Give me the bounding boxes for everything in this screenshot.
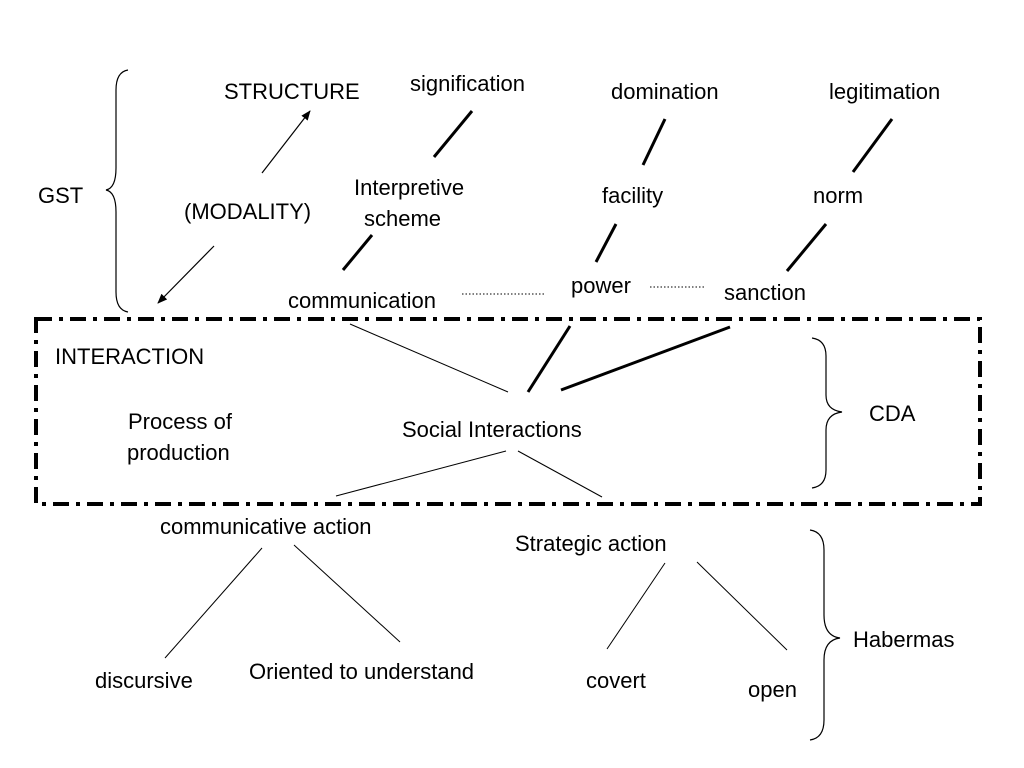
strategic-to-covert-connector	[606, 562, 666, 650]
facility-connector	[594, 223, 618, 263]
legitimation-label: legitimation	[829, 79, 940, 104]
communication-label: communication	[288, 288, 436, 313]
oriented-to-understand-label: Oriented to understand	[249, 659, 474, 684]
modality-label: (MODALITY)	[184, 199, 311, 224]
strategic-to-open-connector	[696, 561, 788, 651]
norm-label: norm	[813, 183, 863, 208]
cda-label: CDA	[869, 401, 916, 426]
norm-connector	[785, 223, 828, 272]
discursive-label: discursive	[95, 668, 193, 693]
signification-connector	[432, 110, 474, 158]
domination-label: domination	[611, 79, 719, 104]
structure-label: STRUCTURE	[224, 79, 360, 104]
interaction-label: INTERACTION	[55, 344, 204, 369]
power-to-social-connector	[526, 325, 572, 393]
signification-label: signification	[410, 71, 525, 96]
open-label: open	[748, 677, 797, 702]
sanction-label: sanction	[724, 280, 806, 305]
strategic-action-label: Strategic action	[515, 531, 667, 556]
structure-arrow	[261, 110, 311, 174]
process-of-production-label-line1: Process of	[128, 409, 233, 434]
power-label: power	[571, 273, 631, 298]
domination-connector	[641, 118, 667, 166]
interaction-arrow	[157, 245, 215, 304]
process-of-production-label-line2: production	[127, 440, 230, 465]
communicative-to-discursive-connector	[164, 547, 263, 659]
habermas-brace	[809, 529, 841, 741]
gst-brace	[105, 69, 129, 313]
communicative-action-label: communicative action	[160, 514, 372, 539]
social-to-communicative-connector	[335, 450, 507, 497]
interpretive-scheme-label-line2: scheme	[364, 206, 441, 231]
legitimation-connector	[851, 118, 894, 173]
social-interactions-label: Social Interactions	[402, 417, 582, 442]
communicative-to-oriented-connector	[293, 544, 401, 643]
facility-label: facility	[602, 183, 663, 208]
social-to-strategic-connector	[517, 450, 603, 498]
interaction-box	[34, 317, 982, 506]
cda-brace	[811, 337, 843, 489]
covert-label: covert	[586, 668, 646, 693]
interpretive-scheme-label-line1: Interpretive	[354, 175, 464, 200]
gst-label: GST	[38, 183, 83, 208]
communication-to-social-connector	[349, 323, 509, 393]
sanction-to-social-connector	[560, 325, 731, 392]
interpretive-scheme-connector	[341, 234, 374, 271]
habermas-label: Habermas	[853, 627, 954, 652]
